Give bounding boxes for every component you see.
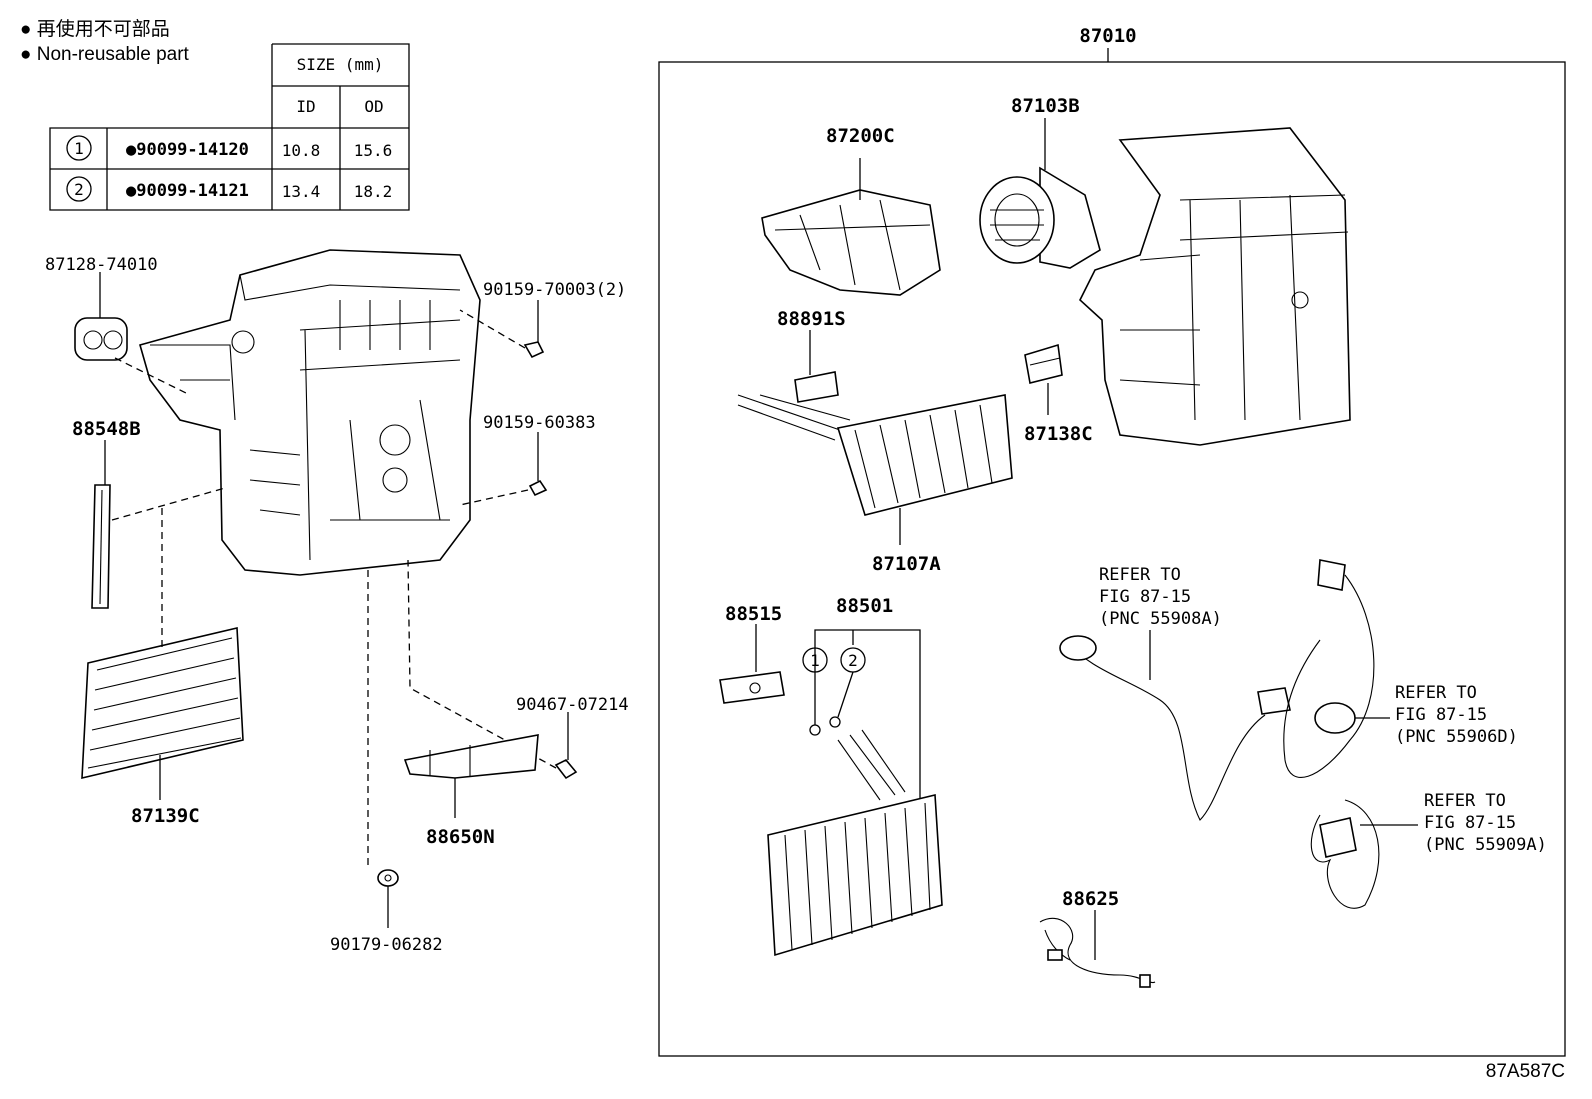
label-88501: 88501 <box>836 595 893 617</box>
case-87200C <box>761 189 941 296</box>
ref2-line3: (PNC 55906D) <box>1395 727 1518 747</box>
row2-od: 18.2 <box>354 182 393 201</box>
clip-90467 <box>554 759 578 780</box>
label-87107A: 87107A <box>872 553 941 575</box>
col-od-header: OD <box>364 97 383 116</box>
label-87138C: 87138C <box>1024 423 1093 445</box>
ref2-line1: REFER TO <box>1395 683 1477 703</box>
row2-mark: 2 <box>74 180 84 199</box>
ref3-line3: (PNC 55909A) <box>1424 835 1547 855</box>
label-88891S: 88891S <box>777 308 846 330</box>
filter-87139C <box>81 627 244 780</box>
screw-90159-70003 <box>523 341 545 359</box>
label-87010: 87010 <box>1079 25 1136 47</box>
row1-od: 15.6 <box>354 141 393 160</box>
mark1-label: 1 <box>810 651 820 670</box>
resistor-87138C <box>1024 343 1063 384</box>
harness-88625 <box>1039 917 1156 988</box>
ref3-line2: FIG 87-15 <box>1424 813 1516 833</box>
legend-jp: ● 再使用不可部品 <box>20 18 170 40</box>
oring-2 <box>829 716 841 728</box>
clamp-88891S <box>794 371 839 403</box>
label-90467-07214: 90467-07214 <box>516 695 629 715</box>
screw-90159-60383 <box>528 479 548 497</box>
grommet-87128 <box>74 317 128 361</box>
legend-en: ● Non-reusable part <box>20 44 190 65</box>
sensor-harness-55908A <box>1059 635 1291 821</box>
valve-88515 <box>719 671 785 704</box>
sensor-harness-55909A <box>1310 799 1380 909</box>
ref1-line3: (PNC 55908A) <box>1099 609 1222 629</box>
label-88515: 88515 <box>725 603 782 625</box>
row2-part: ●90099-14121 <box>126 181 249 201</box>
seal-88548B <box>91 484 111 609</box>
row2-id: 13.4 <box>282 182 321 201</box>
diagram-code: 87A587C <box>1486 1061 1565 1082</box>
label-88650N: 88650N <box>426 826 495 848</box>
heater-unit-drawing <box>139 249 481 576</box>
label-88548B: 88548B <box>72 418 141 440</box>
ref1-line2: FIG 87-15 <box>1099 587 1191 607</box>
col-id-header: ID <box>296 97 315 116</box>
size-table: SIZE (mm) ID OD 1 ●90099-14120 10.8 15.6… <box>49 43 410 211</box>
evaporator-88501 <box>767 729 943 957</box>
heater-core-87107A <box>737 394 1013 516</box>
housing-87010 <box>1079 127 1351 446</box>
row2-mark-circle <box>66 176 92 202</box>
label-87139C: 87139C <box>131 805 200 827</box>
label-87128-74010: 87128-74010 <box>45 255 158 275</box>
ref3-line1: REFER TO <box>1424 791 1506 811</box>
row1-id: 10.8 <box>282 141 321 160</box>
label-88625: 88625 <box>1062 888 1119 910</box>
mark1-circle <box>802 647 828 673</box>
sensor-harness-55906D <box>1283 559 1375 778</box>
row1-mark: 1 <box>74 139 84 158</box>
oring-1 <box>809 724 821 736</box>
ref1-line1: REFER TO <box>1099 565 1181 585</box>
row1-part: ●90099-14120 <box>126 140 249 160</box>
nut-90179 <box>377 869 399 887</box>
label-87200C: 87200C <box>826 125 895 147</box>
label-87103B: 87103B <box>1011 95 1080 117</box>
label-90179-06282: 90179-06282 <box>330 935 443 955</box>
size-header: SIZE (mm) <box>297 55 384 74</box>
blower-87103B <box>979 166 1101 269</box>
assembly-87010-frame <box>658 61 1566 1057</box>
row1-mark-circle <box>66 135 92 161</box>
ref2-line2: FIG 87-15 <box>1395 705 1487 725</box>
label-90159-70003: 90159-70003(2) <box>483 280 626 300</box>
label-90159-60383: 90159-60383 <box>483 413 596 433</box>
sensor-88650N <box>403 734 539 779</box>
mark2-label: 2 <box>848 651 858 670</box>
